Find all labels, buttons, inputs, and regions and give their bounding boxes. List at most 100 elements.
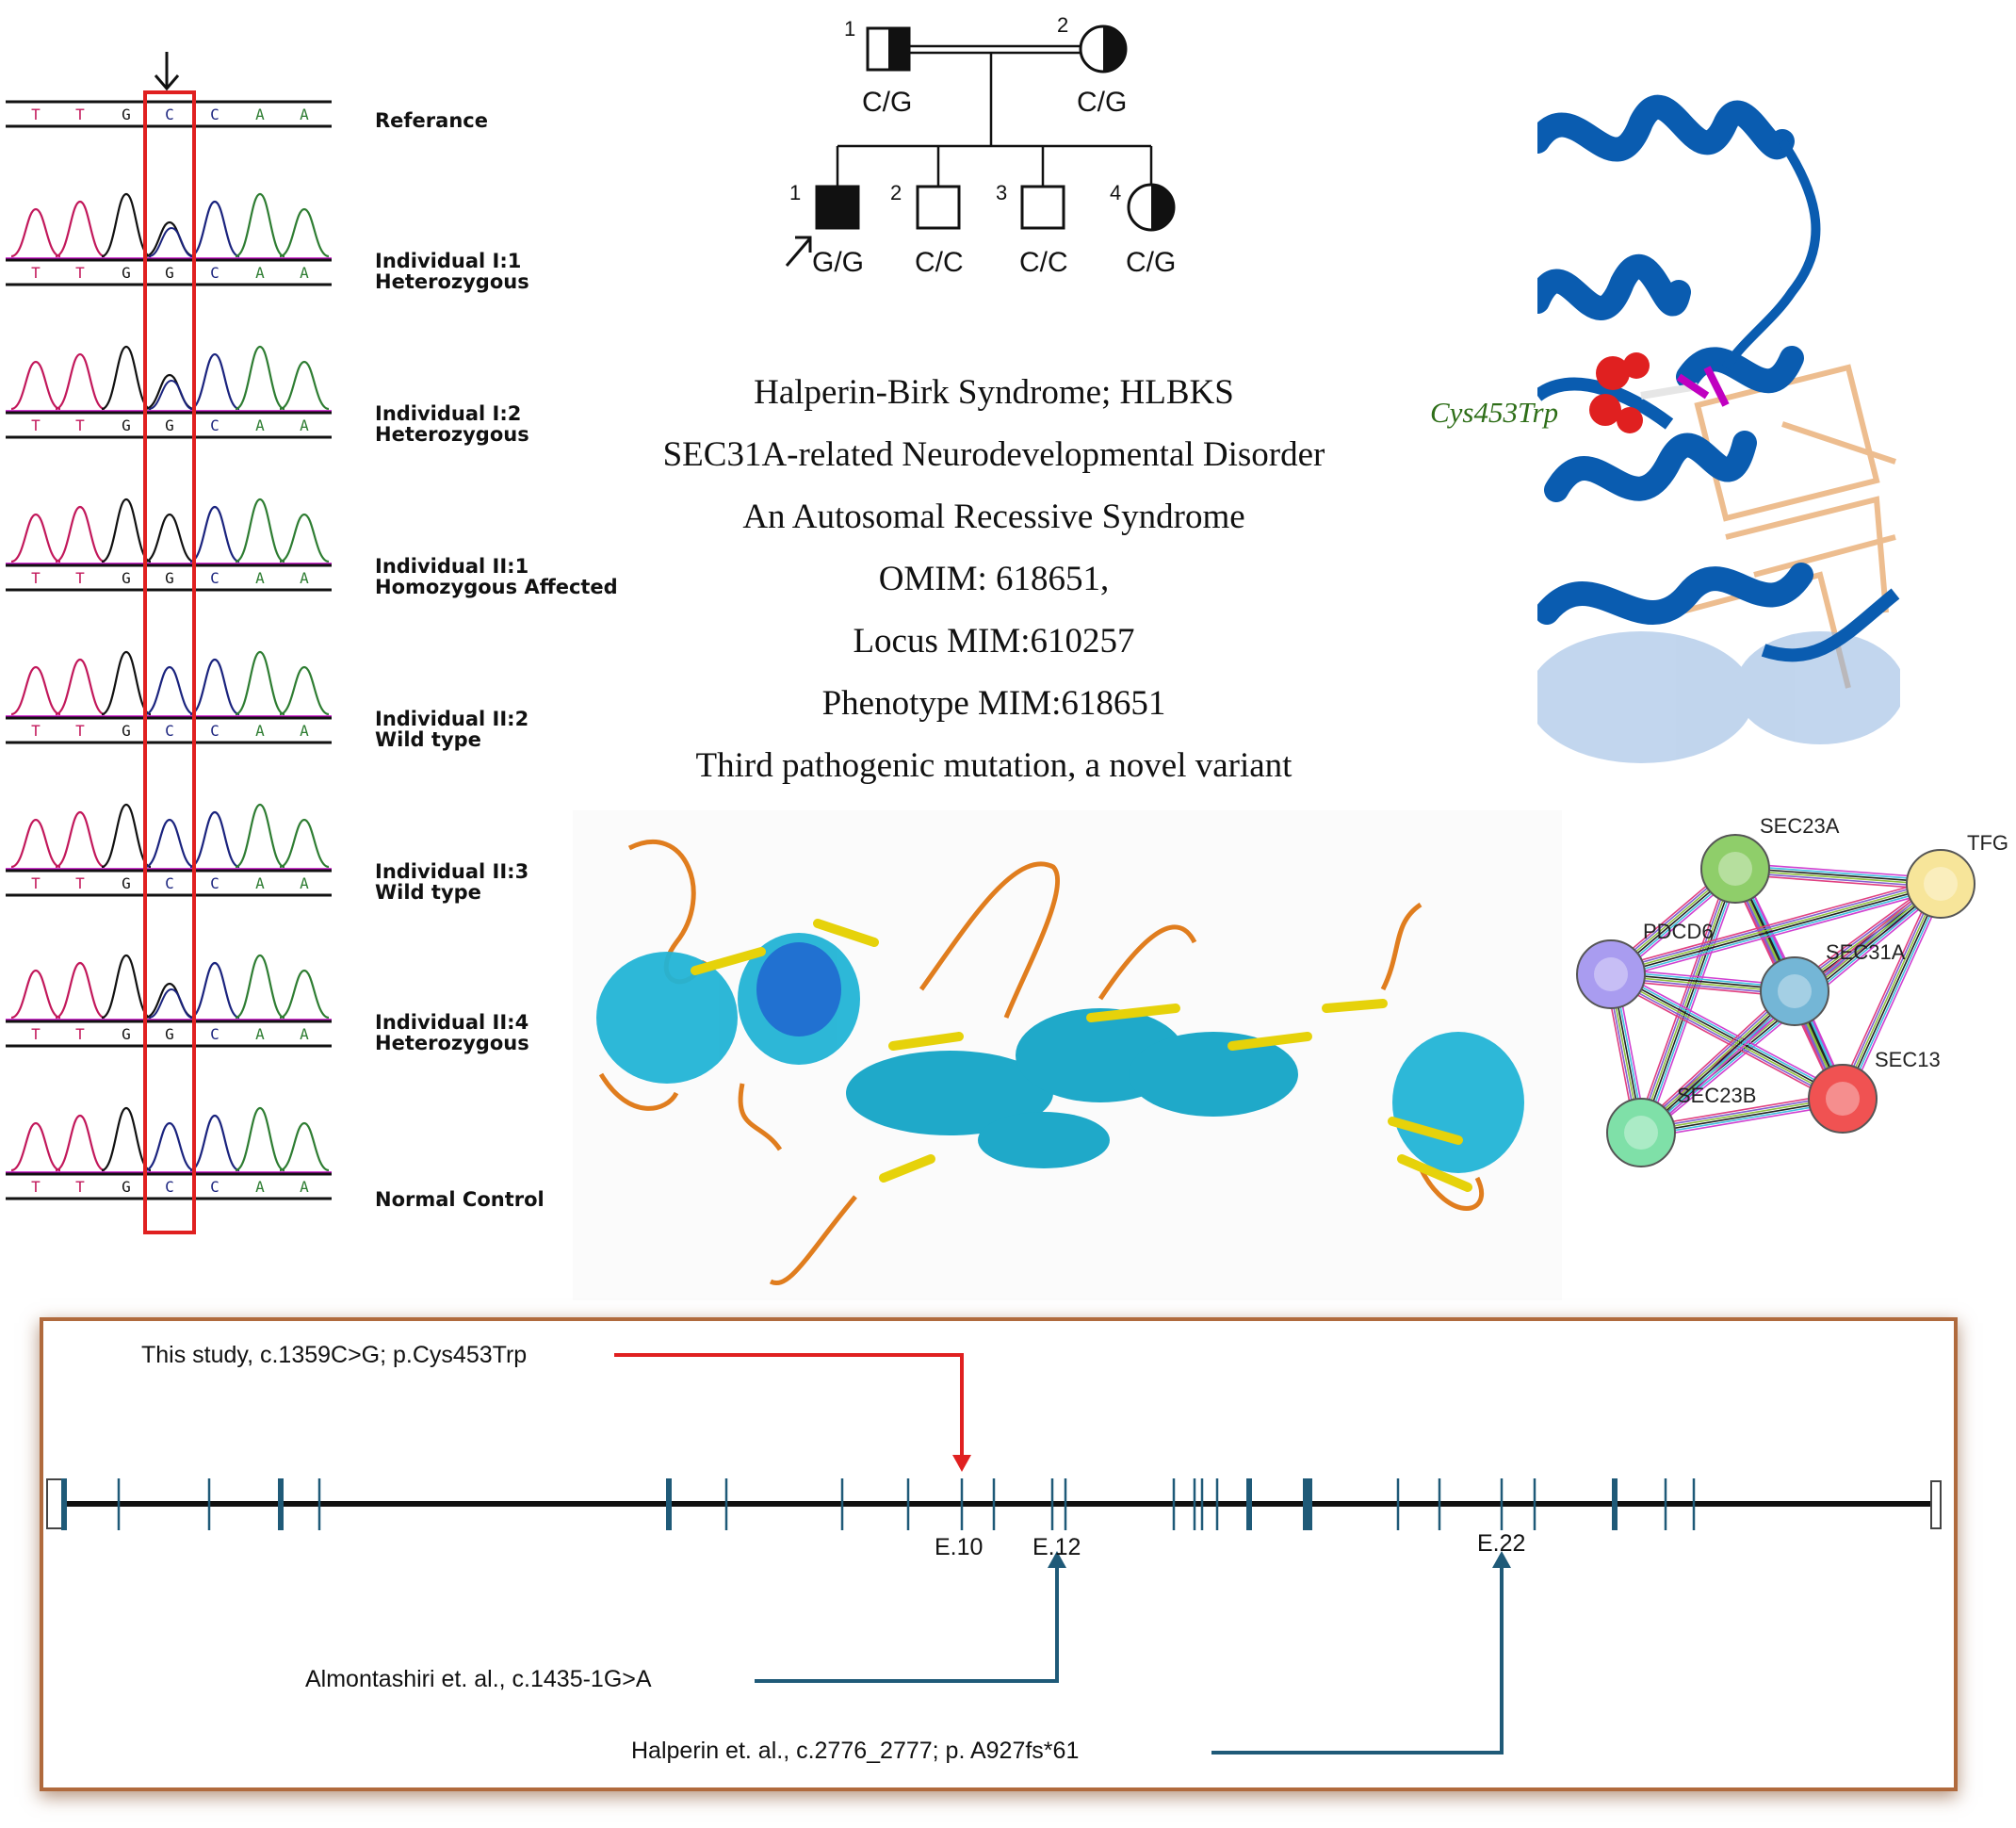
trace-label-line1: Individual II:2 bbox=[375, 708, 529, 730]
this-study-label: This study, c.1359C>G; p.Cys453Trp bbox=[141, 1342, 528, 1368]
this-study-arrow bbox=[614, 1353, 971, 1472]
sequence-base: G bbox=[122, 874, 131, 892]
ppi-edge-line bbox=[1843, 884, 1943, 1100]
ppi-edge-line bbox=[1838, 882, 1939, 1098]
sequence-base: A bbox=[255, 722, 265, 740]
sequence-base: A bbox=[255, 1025, 265, 1043]
trace-peak bbox=[55, 200, 106, 258]
pedigree-genotype-I1: C/G bbox=[862, 87, 913, 118]
sequence-base: G bbox=[165, 264, 174, 282]
sequence-base: A bbox=[255, 416, 265, 434]
ppi-label-sec13: SEC13 bbox=[1875, 1048, 1941, 1071]
trace-peak bbox=[55, 1114, 106, 1172]
trace-peak bbox=[189, 810, 240, 869]
trace-peak bbox=[10, 969, 61, 1020]
syndrome-name: Halperin-Birk Syndrome; HLBKS bbox=[754, 373, 1234, 412]
trace-peak bbox=[235, 650, 285, 716]
proband-arrow bbox=[785, 236, 812, 267]
ppi-node-structure bbox=[1778, 974, 1812, 1008]
sequence-base: A bbox=[300, 264, 309, 282]
pedigree-sibling-2 bbox=[916, 185, 961, 230]
ppi-edge-line bbox=[1611, 884, 1942, 976]
ppi-edge-line bbox=[1612, 889, 1943, 981]
ppi-label-sec31a: SEC31A bbox=[1826, 940, 1906, 964]
sequence-base: A bbox=[300, 1178, 309, 1196]
sequence-base: G bbox=[165, 1025, 174, 1043]
sequence-base: T bbox=[31, 569, 41, 587]
ppi-node-structure bbox=[1826, 1082, 1860, 1116]
ppi-edge-line bbox=[1846, 886, 1947, 1102]
ppi-label-tfg: TFG bbox=[1967, 831, 2008, 855]
trace-peak bbox=[10, 665, 61, 716]
ppi-edge-line bbox=[1607, 978, 1841, 1104]
ppi-edge-line bbox=[1611, 972, 1844, 1099]
pedigree-genotype-I2: C/G bbox=[1077, 87, 1128, 118]
trace-peak bbox=[101, 345, 152, 411]
ppi-edge-line bbox=[1610, 974, 1843, 1101]
ppi-node bbox=[1906, 849, 1975, 919]
sequence-base: A bbox=[255, 1178, 265, 1196]
phenotype-mim: Phenotype MIM:618651 bbox=[821, 684, 1166, 723]
sequence-base: C bbox=[210, 416, 219, 434]
pedigree-num-II2: 2 bbox=[890, 181, 902, 204]
ppi-edge-line bbox=[1644, 994, 1799, 1138]
gene-end-box bbox=[1930, 1480, 1942, 1529]
pedigree-proband bbox=[815, 185, 860, 230]
sequence-base: T bbox=[31, 722, 41, 740]
trace-peak bbox=[144, 818, 195, 869]
sequence-base: G bbox=[165, 569, 174, 587]
trace-peak bbox=[279, 513, 330, 563]
trace-peak bbox=[55, 352, 106, 411]
trace-peak bbox=[101, 498, 152, 563]
pedigree-num-II1: 1 bbox=[789, 181, 802, 204]
trace-label: Referance bbox=[375, 110, 488, 131]
trace-peak bbox=[235, 954, 285, 1020]
sequence-base: C bbox=[165, 1178, 174, 1196]
ppi-node-structure bbox=[1718, 852, 1752, 886]
trace-peak bbox=[55, 658, 106, 716]
trace-label-line2: Heterozygous bbox=[375, 1032, 529, 1054]
mutation-position-arrow bbox=[154, 52, 180, 91]
sequence-base: A bbox=[300, 106, 309, 123]
sequence-base: T bbox=[75, 569, 85, 587]
sequence-base: G bbox=[165, 416, 174, 434]
sequence-base: C bbox=[210, 264, 219, 282]
ppi-node bbox=[1576, 939, 1646, 1009]
exon-marks bbox=[61, 1478, 1696, 1530]
trace-peak-secondary bbox=[148, 379, 193, 410]
trace-label-line1: Individual I:1 bbox=[375, 250, 522, 272]
sequence-base: C bbox=[165, 722, 174, 740]
sequence-base: G bbox=[122, 1178, 131, 1196]
trace-peak bbox=[101, 192, 152, 258]
trace-peak bbox=[10, 818, 61, 869]
trace-peak bbox=[55, 810, 106, 869]
ppi-node bbox=[1808, 1064, 1878, 1134]
ppi-edge-line bbox=[1841, 883, 1941, 1099]
ppi-edge-line bbox=[1609, 877, 1940, 970]
trace-peak bbox=[279, 207, 330, 258]
pedigree-mother bbox=[1079, 24, 1128, 73]
gene-map-diagram bbox=[46, 1353, 1942, 1755]
sequence-base: T bbox=[75, 1025, 85, 1043]
trace-peak bbox=[101, 954, 152, 1020]
trace-peak bbox=[235, 803, 285, 869]
trace-label-line1: Individual II:3 bbox=[375, 860, 529, 883]
trace-peak bbox=[279, 818, 330, 869]
sequence-base: A bbox=[300, 1025, 309, 1043]
protein-full-structure bbox=[573, 810, 1562, 1300]
sequence-base: A bbox=[300, 722, 309, 740]
ppi-label-sec23b: SEC23B bbox=[1677, 1084, 1757, 1107]
ppi-edge-line bbox=[1611, 886, 1943, 979]
